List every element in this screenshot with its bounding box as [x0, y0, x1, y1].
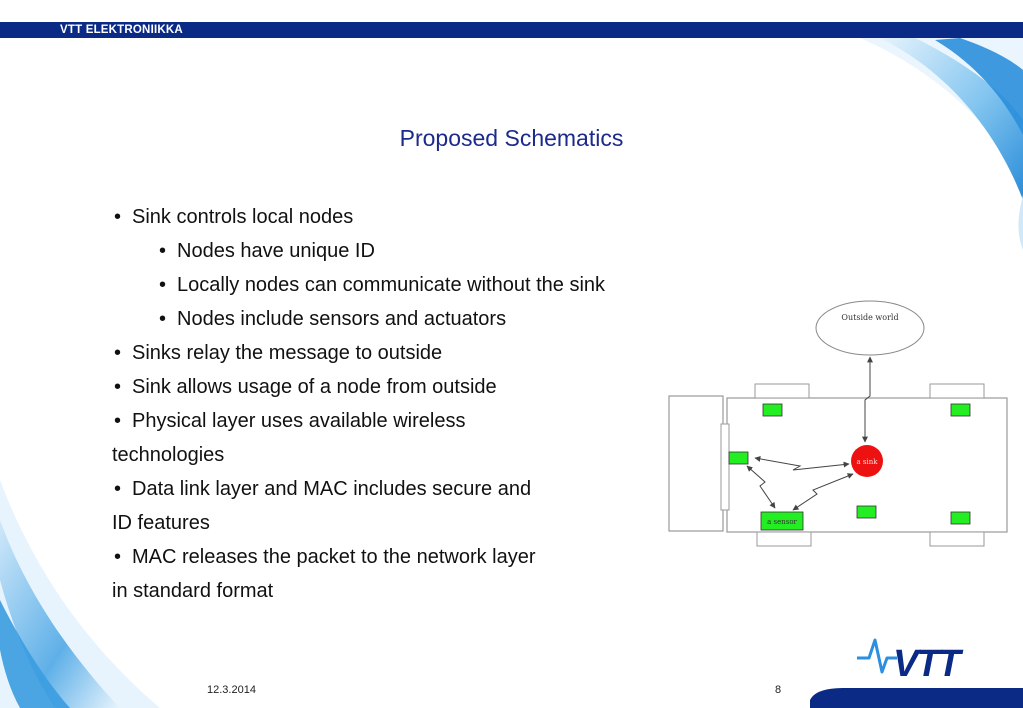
bullet-text: Sinks relay the message to outside: [132, 342, 443, 364]
sink-node: [851, 445, 883, 477]
bullet-continuation: in standard format: [112, 580, 274, 602]
link-sensor-sink: [792, 473, 854, 511]
outside-world-label: Outside world: [841, 313, 898, 322]
bullet-item: • Sink allows usage of a node from outsid…: [112, 370, 712, 404]
furniture-bottom-right: [929, 531, 985, 547]
vtt-pulse-logo-icon: VTT: [857, 638, 966, 684]
bullet-dot-icon: •: [159, 274, 167, 296]
header-bar: [0, 22, 1023, 38]
node: [856, 505, 877, 519]
outside-world-ellipse: [815, 300, 925, 356]
bullet-item: • Physical layer uses available wireless: [112, 404, 712, 438]
logo-text: VTT: [893, 643, 964, 684]
sensor-node: [760, 511, 804, 531]
furniture-top-left: [754, 383, 810, 399]
link-sink-outside: [862, 356, 873, 443]
sub-bullet-item: • Locally nodes can communicate without t…: [112, 268, 712, 302]
slide-title: Proposed Schematics: [399, 125, 624, 151]
link-node-sink: [754, 455, 850, 471]
bullet-text: Nodes have unique ID: [177, 240, 375, 262]
bullet-dot-icon: •: [114, 376, 122, 398]
bullet-item: • Sink controls local nodes: [112, 200, 712, 234]
network-schematic: Outside world a sensor a sink: [668, 300, 1008, 547]
node: [950, 511, 971, 525]
page-number: 8: [775, 684, 782, 696]
node: [950, 403, 971, 417]
bullet-list: • Sink controls local nodes • Nodes have u…: [112, 200, 712, 608]
footer-date: 12.3.2014: [207, 684, 256, 696]
node: [762, 403, 783, 417]
bullet-dot-icon: •: [159, 240, 167, 262]
bullet-dot-icon: •: [114, 546, 122, 568]
bullet-item: • Sinks relay the message to outside: [112, 336, 712, 370]
furniture-top-right: [929, 383, 985, 399]
bullet-text: MAC releases the packet to the network l…: [132, 546, 536, 568]
bullet-text: Physical layer uses available wireless: [132, 410, 466, 432]
bullet-text: Sink allows usage of a node from outside: [132, 376, 497, 398]
bullet-continuation: ID features: [112, 512, 210, 534]
bullet-text: Nodes include sensors and actuators: [177, 308, 507, 330]
sink-label: a sink: [857, 458, 879, 466]
bullet-continuation: technologies: [112, 444, 225, 466]
furniture-bottom-left: [756, 531, 812, 547]
header-brand: VTT ELEKTRONIIKKA: [60, 24, 183, 36]
bullet-text: Sink controls local nodes: [132, 206, 354, 228]
bullet-dot-icon: •: [159, 308, 167, 330]
door-left: [668, 395, 724, 532]
link-node-sensor: [746, 465, 776, 509]
bullet-item: • MAC releases the packet to the network …: [112, 540, 712, 574]
door-frame: [720, 423, 730, 511]
bullet-text: Locally nodes can communicate without th…: [177, 274, 606, 296]
bullet-text: Data link layer and MAC includes secure …: [132, 478, 532, 500]
bullet-item: • Data link layer and MAC includes secure…: [112, 472, 712, 506]
bullet-dot-icon: •: [114, 342, 122, 364]
sensor-label: a sensor: [767, 518, 797, 526]
sub-bullet-item: • Nodes include sensors and actuators: [112, 302, 712, 336]
sub-bullet-item: • Nodes have unique ID: [112, 234, 712, 268]
bullet-dot-icon: •: [114, 206, 122, 228]
bullet-dot-icon: •: [114, 410, 122, 432]
bullet-dot-icon: •: [114, 478, 122, 500]
node: [728, 451, 749, 465]
